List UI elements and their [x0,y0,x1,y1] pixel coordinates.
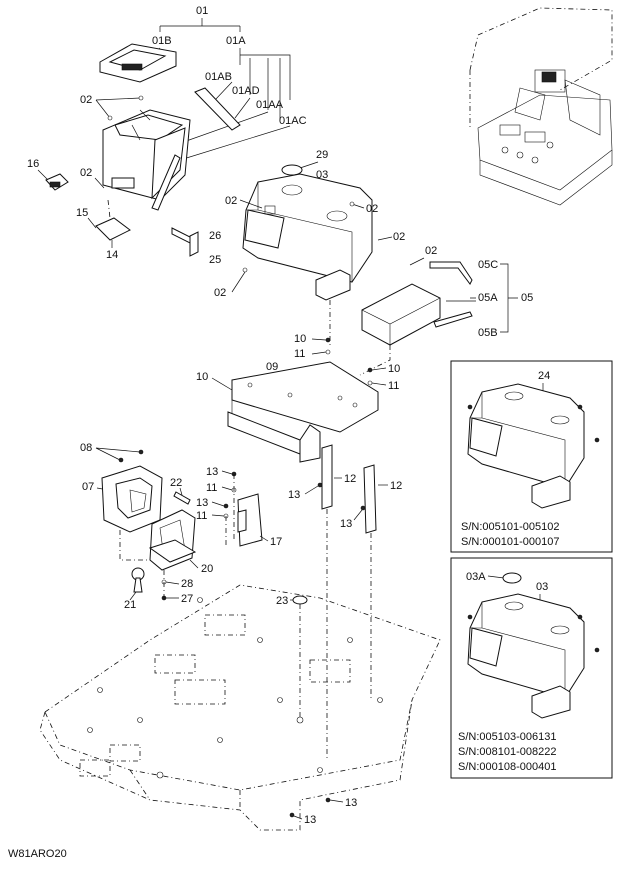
callout-11-d: 11 [196,510,207,522]
callout-13-d: 13 [196,497,208,509]
callout-13-e: 13 [345,797,357,809]
callout-10-c: 10 [196,371,208,383]
panel-09: 10 11 10 11 10 09 [196,333,400,463]
inset2-serial-2: S/N:008101-008222 [458,746,556,758]
callout-01A: 01A [226,35,246,47]
callout-27: 27 [181,593,193,605]
callout-01AD: 01AD [232,85,260,97]
callout-05C: 05C [478,259,498,271]
console-parts: 08 07 22 13 11 13 11 17 20 21 28 27 [80,442,282,611]
callout-02-d: 02 [366,203,378,215]
callout-16: 16 [27,158,39,170]
callout-15: 15 [76,207,88,219]
fuel-tank-group: 29 03 02 02 02 02 [214,149,405,345]
callout-25: 25 [209,254,221,266]
callout-07: 07 [82,481,94,493]
callout-09: 09 [266,361,278,373]
inset1-serial-2: S/N:000101-000107 [461,536,559,548]
floor-plate: 13 13 [39,584,441,831]
callout-01B: 01B [152,35,172,47]
callout-11-b: 11 [388,380,399,392]
callout-13-b: 13 [340,518,352,530]
inset1-serial-1: S/N:005101-005102 [461,521,559,533]
callout-03A: 03A [466,571,486,583]
callout-28: 28 [181,578,193,590]
tray-group-05: 02 05C 05A 05B 05 [359,245,533,376]
callout-01AC: 01AC [279,115,307,127]
group-01: 01 01B 01A 01AB 01AD 01AA 01AC 02 02 16 [27,5,307,266]
callout-12-b: 12 [390,480,402,492]
callout-13-f: 13 [304,814,316,826]
callout-11-c: 11 [206,482,217,494]
callout-21: 21 [124,599,136,611]
callout-17: 17 [270,536,282,548]
callout-13-c: 13 [206,466,218,478]
inset2-serial-3: S/N:000108-000401 [458,761,556,773]
callout-10-b: 10 [388,363,400,375]
callout-14: 14 [106,249,118,261]
callout-23: 23 [276,595,288,607]
callout-10-a: 10 [294,333,306,345]
callout-02-b: 02 [80,167,92,179]
callout-01: 01 [196,5,208,17]
callout-13-a: 13 [288,489,300,501]
drawing-code: W81ARO20 [8,848,67,860]
callout-12-a: 12 [344,473,356,485]
callout-11-a: 11 [294,348,305,360]
callout-24: 24 [538,370,550,382]
callout-29: 29 [316,149,328,161]
callout-05A: 05A [478,292,498,304]
callout-02-a: 02 [80,94,92,106]
callout-20: 20 [201,563,213,575]
machine-overview [469,7,613,206]
callout-02-f: 02 [214,287,226,299]
stays-12: 12 12 13 13 [288,444,402,760]
callout-05: 05 [521,292,533,304]
callout-02-g: 02 [425,245,437,257]
callout-26: 26 [209,230,221,242]
callout-03-inset: 03 [536,581,548,593]
callout-01AA: 01AA [256,99,284,111]
callout-02-e: 02 [393,231,405,243]
callout-22: 22 [170,477,182,489]
callout-08: 08 [80,442,92,454]
inset2-serial-1: S/N:005103-006131 [458,731,556,743]
callout-01AB: 01AB [205,71,232,83]
callout-05B: 05B [478,327,498,339]
inset-tank-03: 03A 03 S/N:005103-006131 S/N:008101-0082… [450,557,613,779]
callout-02-c: 02 [225,195,237,207]
inset-tank-24: 24 S/N:005101-005102 S/N:000101-000107 [450,360,613,553]
grommet-23: 23 [276,595,308,720]
